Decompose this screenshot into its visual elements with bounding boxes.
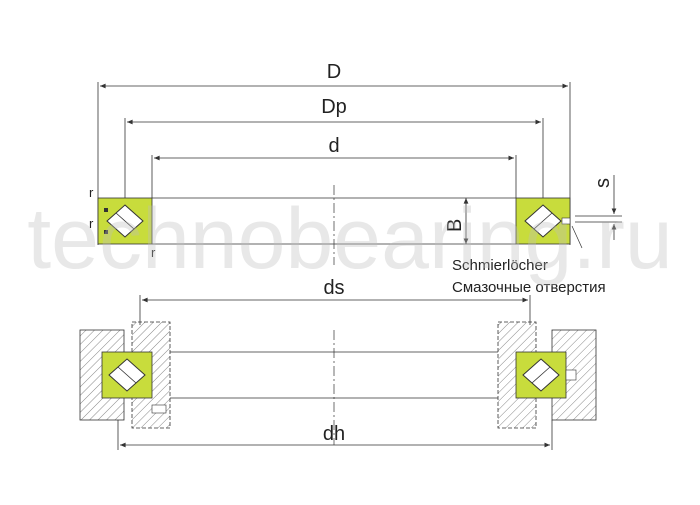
- note-leader: [571, 225, 583, 249]
- label-B: B: [444, 219, 466, 232]
- right-cross-section: [515, 197, 571, 245]
- label-ds: ds: [323, 277, 344, 299]
- label-r-top: r: [89, 185, 94, 200]
- note-lubrication-ru: Смазочные отверстия: [452, 279, 606, 296]
- dimension-Dp: Dp: [124, 96, 544, 210]
- left-cross-section: [97, 197, 153, 245]
- note-lubrication-de: Schmierlöcher: [452, 257, 548, 274]
- label-Dp: Dp: [321, 96, 347, 118]
- label-D: D: [327, 61, 341, 83]
- label-r-inner: r: [151, 245, 156, 260]
- dimension-s: s: [575, 175, 622, 240]
- dimension-ds: ds: [139, 277, 531, 325]
- label-s: s: [592, 178, 614, 188]
- dimension-d: d: [151, 135, 517, 198]
- dimension-dh: dh: [117, 420, 553, 450]
- dimension-B: B: [444, 198, 469, 244]
- left-mounting: [79, 321, 171, 429]
- label-dh: dh: [323, 423, 345, 445]
- label-r-side: r: [89, 216, 94, 231]
- right-mounting: [497, 321, 597, 429]
- label-d: d: [328, 135, 339, 157]
